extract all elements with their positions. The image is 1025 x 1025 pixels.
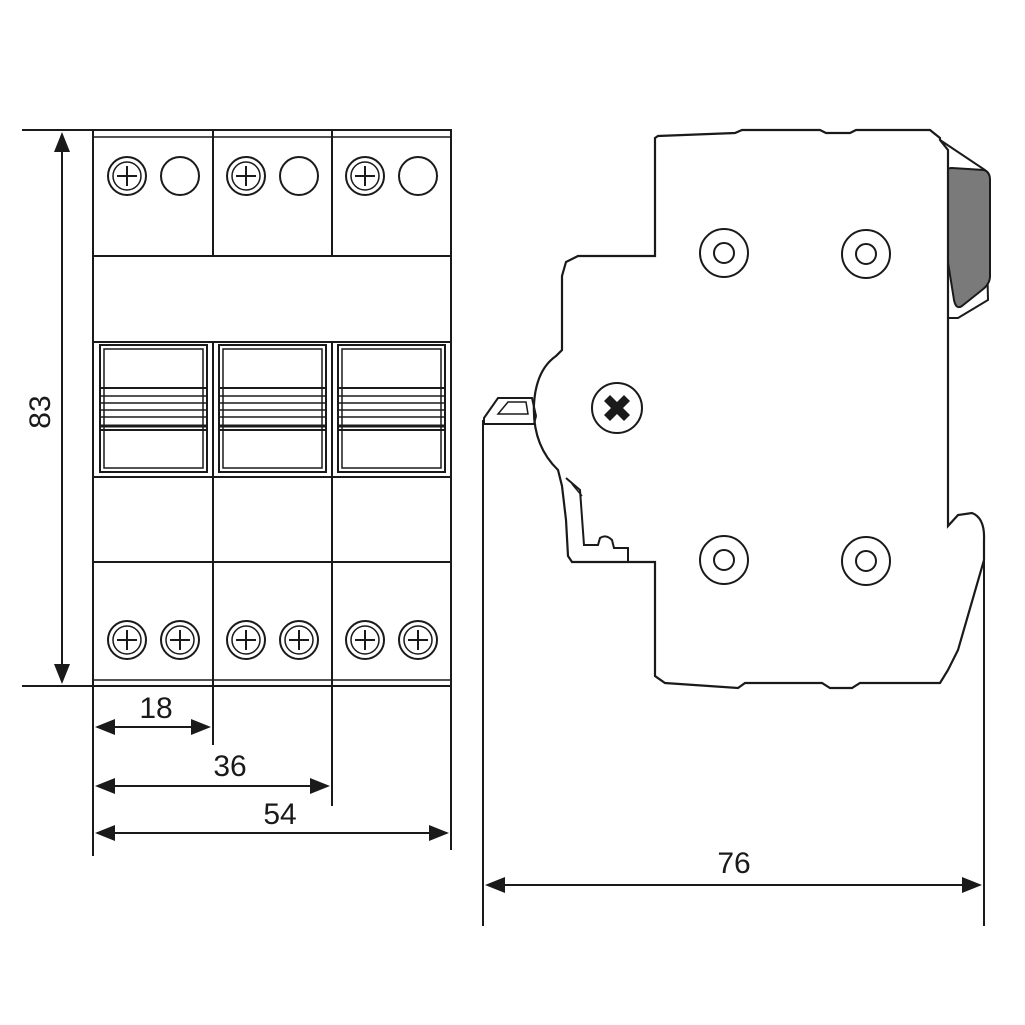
terminal-screw-icon <box>226 620 266 660</box>
top-terminals <box>107 156 438 196</box>
terminal-screw-icon <box>226 156 266 196</box>
lever-pole-1 <box>99 344 208 473</box>
front-body-outline <box>92 129 452 687</box>
terminal-screw-icon <box>107 156 147 196</box>
two-pole-width-dim: 36 <box>95 750 330 794</box>
height-label: 83 <box>24 395 57 428</box>
terminal-hole-icon <box>398 156 438 196</box>
terminal-screw-icon <box>345 156 385 196</box>
side-view <box>483 128 991 690</box>
lever-pole-2 <box>218 344 327 473</box>
two-pole-width-label: 36 <box>213 750 246 783</box>
switch-levers <box>99 344 446 473</box>
three-pole-width-label: 54 <box>263 798 296 831</box>
pole-width-dim: 18 <box>95 692 211 735</box>
terminal-screw-icon <box>398 620 438 660</box>
rivet-icon <box>699 228 749 278</box>
three-pole-width-dim: 54 <box>95 798 449 841</box>
rivet-icon <box>699 535 749 585</box>
pole-width-label: 18 <box>139 692 172 725</box>
pivot-screw-icon <box>591 382 643 434</box>
lever-pole-3 <box>337 344 446 473</box>
rivet-icon <box>841 536 891 586</box>
depth-label: 76 <box>717 847 750 880</box>
terminal-screw-icon <box>107 620 147 660</box>
depth-dimension: 76 <box>482 420 985 926</box>
rail-hook <box>565 477 629 562</box>
front-view <box>92 129 452 687</box>
bottom-terminals <box>107 620 438 660</box>
rivet-icon <box>841 229 891 279</box>
lever-tab <box>483 397 538 425</box>
width-dimensions: 18 36 54 <box>92 686 452 856</box>
terminal-hole-icon <box>160 156 200 196</box>
height-dimension: 83 <box>22 129 93 687</box>
terminal-screw-icon <box>160 620 200 660</box>
terminal-screw-icon <box>279 620 319 660</box>
side-body-outline <box>532 128 986 690</box>
terminal-hole-icon <box>279 156 319 196</box>
din-clip-icon <box>939 139 991 319</box>
terminal-screw-icon <box>345 620 385 660</box>
